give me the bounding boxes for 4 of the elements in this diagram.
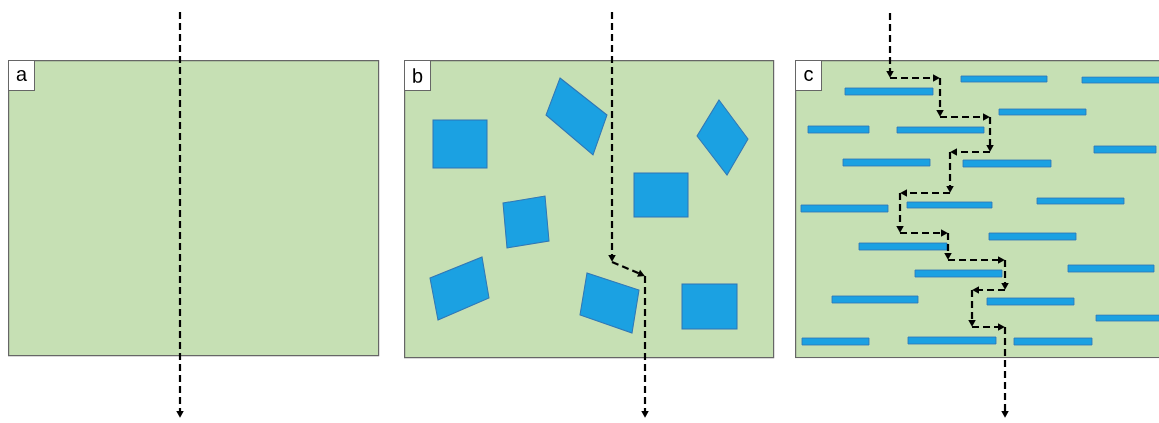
panel-label: a bbox=[8, 60, 35, 91]
panel-label: b bbox=[404, 60, 431, 91]
panel-label: c bbox=[795, 60, 822, 91]
panel bbox=[8, 60, 380, 357]
